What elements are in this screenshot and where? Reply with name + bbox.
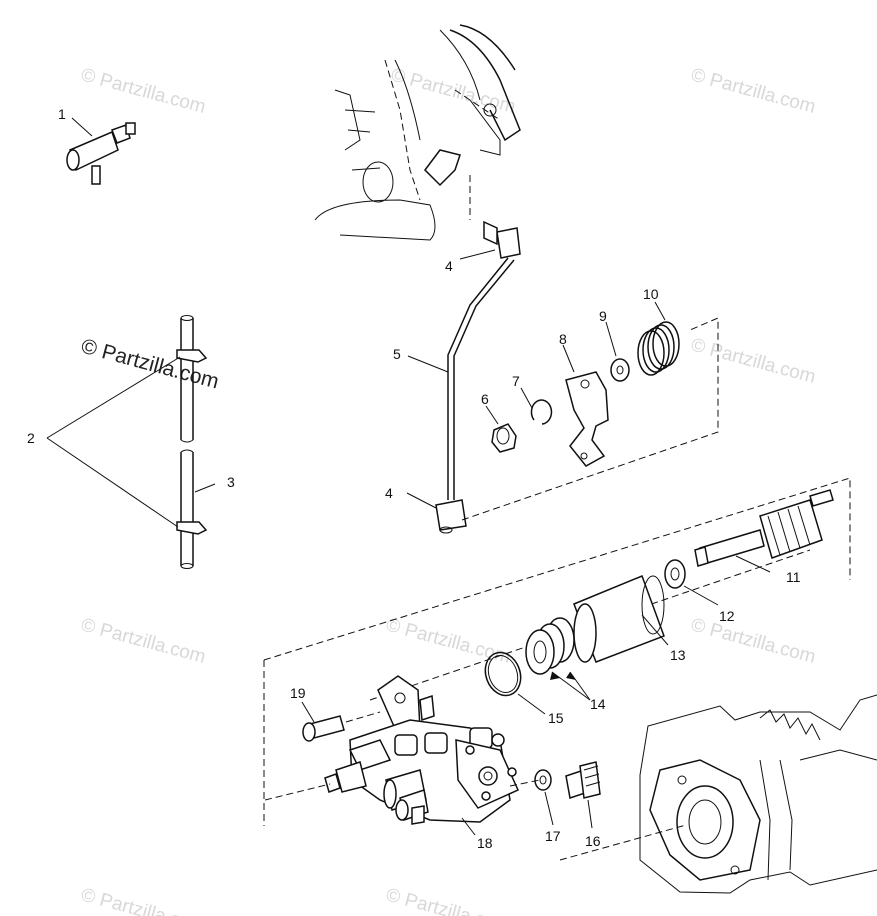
part-9-washer xyxy=(605,321,630,382)
watermark-text: © Partzilla.com xyxy=(79,65,208,118)
part-11-shaft xyxy=(694,489,834,573)
watermark-text: © Partzilla.com xyxy=(689,65,818,118)
part-12-washer xyxy=(664,559,719,606)
part-18-pump xyxy=(264,675,519,836)
callout-4b: 4 xyxy=(385,485,393,501)
watermark-text: © Partzilla.com xyxy=(79,335,222,394)
watermark-text: © Partzilla.com xyxy=(689,335,818,388)
watermark-text: © Partzilla.com xyxy=(79,615,208,668)
part-6-nut xyxy=(485,405,517,453)
watermark-text: © Partzilla.com xyxy=(689,615,818,668)
part-3-hose xyxy=(176,315,216,569)
callout-13: 13 xyxy=(670,647,686,663)
callout-9: 9 xyxy=(599,308,607,324)
part-1-fitting xyxy=(66,117,136,185)
callout-3: 3 xyxy=(227,474,235,490)
callout-17: 17 xyxy=(545,828,561,844)
callout-18: 18 xyxy=(477,835,493,851)
engine-outline-top xyxy=(314,24,521,241)
callout-16: 16 xyxy=(585,833,601,849)
part-5-rod xyxy=(406,220,521,534)
callout-5: 5 xyxy=(393,346,401,362)
part-14-seals xyxy=(525,617,591,701)
callout-10: 10 xyxy=(643,286,659,302)
part-7-ring xyxy=(520,387,553,425)
part-17-washer xyxy=(534,769,554,826)
callout-labels: 1 2 3 4 5 4 6 7 8 9 10 11 12 13 14 15 19… xyxy=(27,106,801,851)
callout-12: 12 xyxy=(719,608,735,624)
callout-19: 19 xyxy=(290,685,306,701)
callout-6: 6 xyxy=(481,391,489,407)
part-8-bracket xyxy=(562,344,609,467)
part-19-bolt xyxy=(301,701,381,742)
callout-11: 11 xyxy=(786,569,801,585)
callout-1: 1 xyxy=(58,106,66,122)
watermark-text: © Partzilla.com xyxy=(384,615,513,668)
callout-7: 7 xyxy=(512,373,520,389)
watermark-text: © Partzilla.com xyxy=(384,885,513,916)
callout-14: 14 xyxy=(590,696,606,712)
exploded-box-upper xyxy=(461,317,719,521)
callout-8: 8 xyxy=(559,331,567,347)
part-2-leader xyxy=(46,356,181,528)
engine-outline-bottom xyxy=(559,694,877,894)
callout-2: 2 xyxy=(27,430,35,446)
part-13-sleeve xyxy=(573,575,669,663)
part-16-plug xyxy=(509,761,601,829)
watermark-text: © Partzilla.com xyxy=(79,885,208,916)
part-10-spring xyxy=(637,301,680,376)
callout-4a: 4 xyxy=(445,258,453,274)
part-15-oring xyxy=(484,651,546,715)
callout-15: 15 xyxy=(548,710,564,726)
